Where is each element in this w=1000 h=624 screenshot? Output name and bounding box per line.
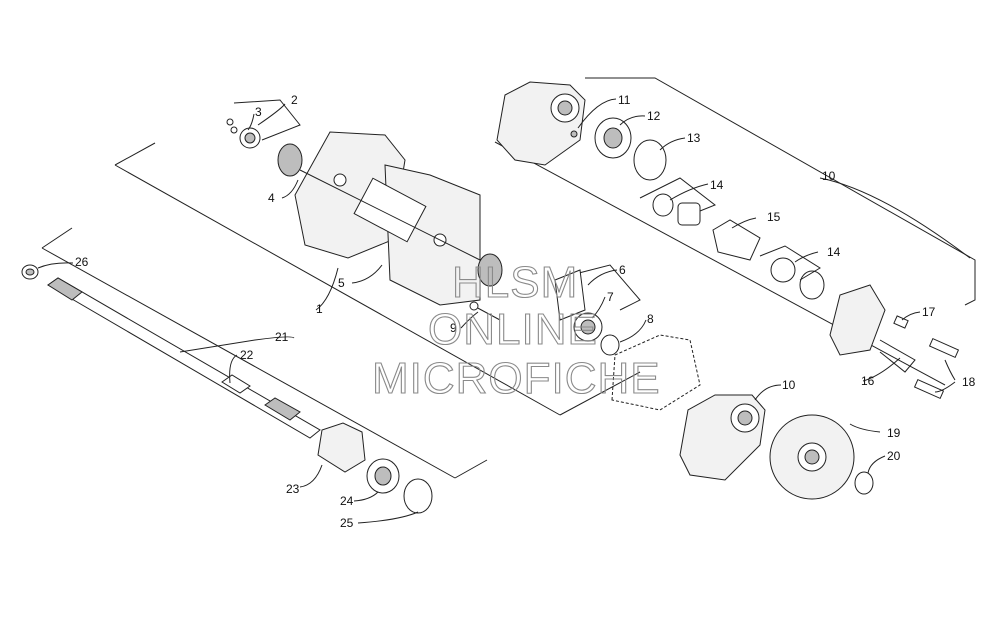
callout-2: 2	[291, 93, 298, 107]
callout-24: 24	[340, 494, 354, 508]
watermark-line-3: MICROFICHE	[372, 354, 661, 403]
upper-bearing-housing	[496, 81, 586, 166]
callout-10-lower: 10	[782, 378, 796, 392]
drive-sprocket-assembly	[277, 131, 503, 306]
upper-bearing	[594, 117, 825, 300]
callout-3: 3	[255, 105, 262, 119]
watermark-line-2: ONLINE	[428, 305, 598, 354]
callout-1: 1	[316, 302, 323, 316]
gasket	[611, 334, 701, 411]
callout-11: 11	[618, 93, 631, 107]
callout-25: 25	[340, 516, 354, 530]
callout-17: 17	[922, 305, 936, 319]
callout-8: 8	[647, 312, 654, 326]
brake-disc	[769, 414, 874, 500]
callout-14-upper: 14	[710, 178, 724, 192]
group-bracket-lines	[41, 77, 976, 479]
seal-and-clip	[226, 118, 261, 149]
callout-10-upper: 10	[822, 169, 836, 183]
callout-26: 26	[75, 255, 89, 269]
callout-18: 18	[962, 375, 976, 389]
watermark-line-1: HLSM	[452, 258, 578, 307]
callout-21: 21	[275, 330, 289, 344]
callout-9: 9	[450, 321, 457, 335]
callout-23: 23	[286, 482, 300, 496]
brake-caliper	[829, 284, 960, 400]
callout-19: 19	[887, 426, 901, 440]
callout-14-lower: 14	[827, 245, 841, 259]
callout-13: 13	[687, 131, 701, 145]
callout-5: 5	[338, 276, 345, 290]
callout-12: 12	[647, 109, 661, 123]
axle-bearing-set	[317, 422, 433, 514]
callout-20: 20	[887, 449, 901, 463]
callout-7: 7	[607, 290, 614, 304]
callout-15: 15	[767, 210, 781, 224]
callout-labels: 1 2 3 4 5 6 7 8 9 10 10 11 12 13 14 14 1…	[75, 93, 976, 530]
callout-22: 22	[240, 348, 254, 362]
seal-cover	[469, 269, 620, 356]
leader-lines	[37, 98, 971, 524]
callout-6: 6	[619, 263, 626, 277]
axle-shaft	[21, 264, 321, 439]
lower-bearing-housing	[679, 394, 766, 481]
callout-16: 16	[861, 374, 875, 388]
watermark: HLSM ONLINE MICROFICHE	[371, 257, 661, 403]
callout-4: 4	[268, 191, 275, 205]
